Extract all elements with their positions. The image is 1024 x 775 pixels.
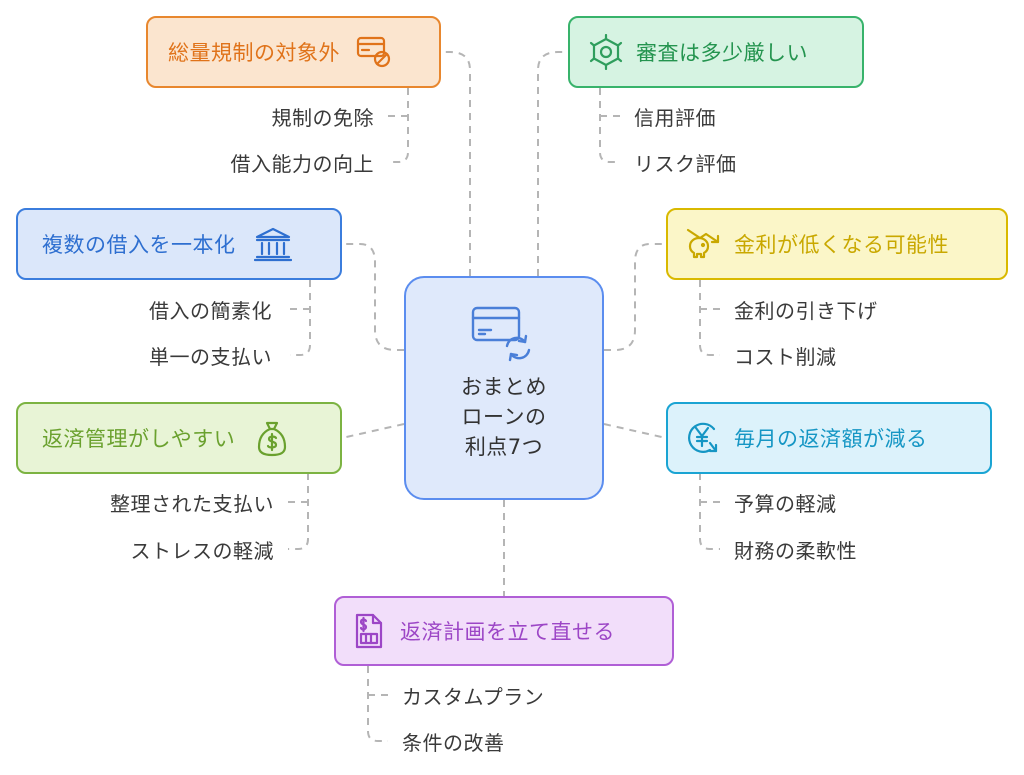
card-prohibit-icon: [356, 35, 392, 69]
branch-kinri: 金利が低くなる可能性: [666, 208, 1008, 280]
branch-fukusu-label: 複数の借入を一本化: [42, 233, 236, 257]
bank-icon: [253, 226, 292, 262]
sub-shinsa-1: 信用評価: [634, 106, 716, 130]
center-node: おまとめ ローンの 利点7つ: [404, 276, 604, 500]
branch-kinri-label: 金利が低くなる可能性: [734, 233, 949, 257]
sub-kinri-2: コスト削減: [734, 345, 837, 369]
connector-kinri: [604, 243, 666, 351]
piggy-bank-down-icon: [684, 226, 724, 262]
card-refresh-icon: [471, 304, 537, 366]
sub-keikaku-1: カスタムプラン: [402, 685, 545, 709]
invoice-icon: [354, 612, 384, 650]
money-bag-icon: [257, 419, 287, 457]
sub-hensai-1: 整理された支払い: [110, 492, 274, 516]
branch-sourei-label: 総量規制の対象外: [168, 41, 340, 65]
sub-fukusu-1: 借入の簡素化: [149, 299, 272, 323]
sub-maitsuki-2: 財務の柔軟性: [734, 539, 857, 563]
branch-fukusu: 複数の借入を一本化: [16, 208, 342, 280]
branch-hensai: 返済管理がしやすい: [16, 402, 342, 474]
branch-maitsuki-label: 毎月の返済額が減る: [734, 427, 928, 451]
gear-icon: [588, 34, 624, 70]
center-title: おまとめ ローンの 利点7つ: [461, 375, 547, 459]
branch-maitsuki: 毎月の返済額が減る: [666, 402, 992, 474]
connector-fukusu: [342, 243, 404, 351]
sub-hensai-2: ストレスの軽減: [130, 539, 274, 563]
branch-keikaku-label: 返済計画を立て直せる: [400, 620, 615, 644]
branch-hensai-label: 返済管理がしやすい: [42, 427, 236, 451]
sub-shinsa-2: リスク評価: [634, 152, 737, 176]
sub-sourei-2: 借入能力の向上: [230, 152, 374, 176]
sub-sourei-1: 規制の免除: [271, 106, 374, 130]
connector-sourei: [441, 51, 471, 276]
sub-fukusu-2: 単一の支払い: [149, 345, 272, 369]
connector-shinsa: [537, 51, 568, 276]
sub-kinri-1: 金利の引き下げ: [734, 299, 878, 323]
sub-maitsuki-1: 予算の軽減: [734, 492, 837, 516]
sub-keikaku-2: 条件の改善: [402, 731, 505, 755]
branch-shinsa: 審査は多少厳しい: [568, 16, 864, 88]
branch-keikaku: 返済計画を立て直せる: [334, 596, 674, 666]
yen-down-icon: [684, 419, 722, 457]
connector-hensai: [341, 423, 405, 439]
branch-shinsa-label: 審査は多少厳しい: [636, 41, 808, 65]
connector-maitsuki: [603, 423, 667, 439]
branch-sourei: 総量規制の対象外: [146, 16, 441, 88]
